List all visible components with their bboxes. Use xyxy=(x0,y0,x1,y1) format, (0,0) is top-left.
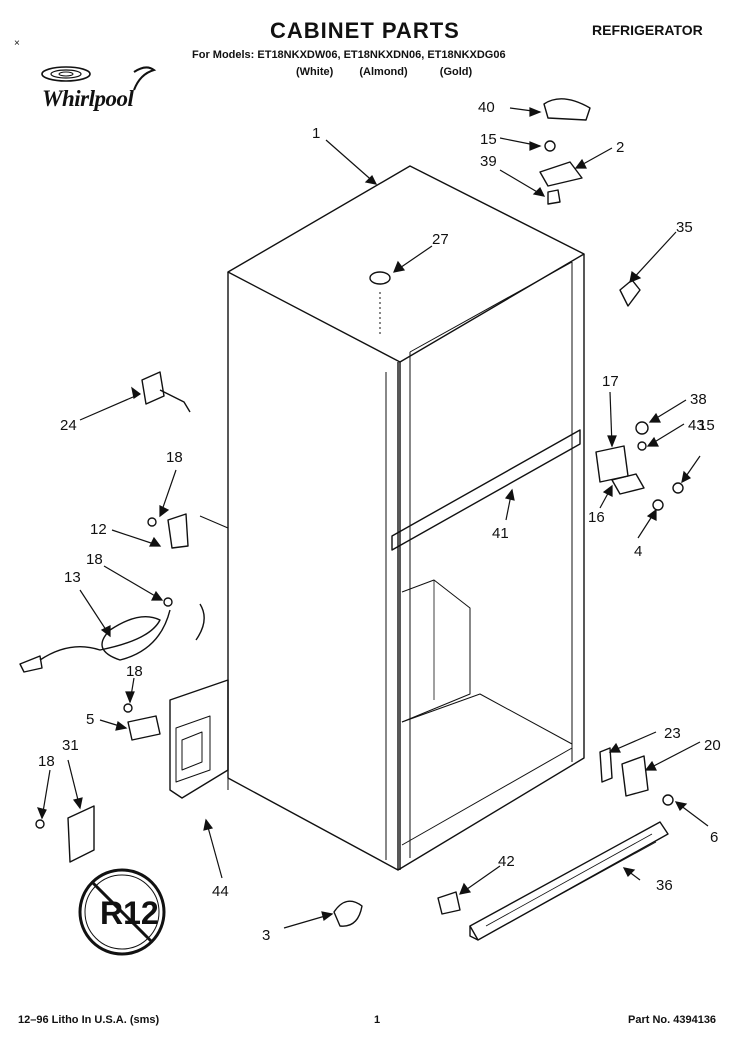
callout-label: 20 xyxy=(704,737,721,754)
callout-label: 41 xyxy=(492,525,509,542)
callout-label: 18 xyxy=(38,753,55,770)
power-cord xyxy=(39,609,171,661)
callout-label: 4 xyxy=(634,543,642,560)
divider-bar xyxy=(391,429,581,551)
brand-wordmark: Whirlpool xyxy=(42,86,134,111)
callout-label: 17 xyxy=(602,373,619,390)
page-title: CABINET PARTS xyxy=(270,18,460,43)
callout-label: 31 xyxy=(62,737,79,754)
callout-label: 13 xyxy=(64,569,81,586)
callout-label: 24 xyxy=(60,417,77,434)
access-panel xyxy=(169,679,229,799)
callout-label: 15 xyxy=(698,417,715,434)
callout-label: 18 xyxy=(86,551,103,568)
callout-label: 40 xyxy=(478,99,495,116)
corner-mark: × xyxy=(14,38,20,49)
callout-label: 36 xyxy=(656,877,673,894)
callout-label: 15 xyxy=(480,131,497,148)
callout-label: 44 xyxy=(212,883,229,900)
seal-text: R12 xyxy=(100,895,159,931)
rear-cover xyxy=(67,805,95,863)
lower-hinge xyxy=(621,755,649,797)
callout-label: 27 xyxy=(432,231,449,248)
color-almond: (Almond) xyxy=(359,66,408,78)
callout-label: 2 xyxy=(616,139,624,156)
callout-label: 6 xyxy=(710,829,718,846)
color-white: (White) xyxy=(296,66,334,78)
callout-label: 18 xyxy=(166,449,183,466)
top-hinge xyxy=(539,161,583,187)
grille-clip xyxy=(437,891,461,915)
base-grille xyxy=(469,821,669,941)
hinge-cover xyxy=(543,98,591,121)
footer-page-number: 1 xyxy=(374,1014,381,1026)
callout-label: 3 xyxy=(262,927,270,944)
callout-label: 23 xyxy=(664,725,681,742)
callout-label: 18 xyxy=(126,663,143,680)
clip-bracket xyxy=(167,513,189,549)
color-gold: (Gold) xyxy=(439,66,473,78)
top-plug xyxy=(369,271,391,285)
r12-seal: R12 xyxy=(78,868,166,956)
leveling-leg xyxy=(141,371,165,405)
callout-label: 1 xyxy=(312,125,320,142)
footer-litho: 12–96 Litho In U.S.A. (sms) xyxy=(18,1014,160,1026)
callout-label: 5 xyxy=(86,711,94,728)
callout-label: 42 xyxy=(498,853,515,870)
callout-label: 39 xyxy=(480,153,497,170)
door-stop xyxy=(333,900,363,927)
models-label: For Models: ET18NKXDW06, ET18NKXDN06, ET… xyxy=(192,49,506,61)
whirlpool-logo xyxy=(41,66,157,91)
cabinet-body xyxy=(227,165,585,871)
callout-label: 43 xyxy=(688,417,705,434)
callout-label: 38 xyxy=(690,391,707,408)
hinge-pin-cover xyxy=(619,279,641,307)
callout-label: 35 xyxy=(676,219,693,236)
callout-label: 12 xyxy=(90,521,107,538)
cord-clamp xyxy=(127,715,161,741)
color-row: (White) (Almond) (Gold) xyxy=(296,66,472,78)
footer-part-number: Part No. 4394136 xyxy=(628,1014,717,1026)
callout-label: 16 xyxy=(588,509,605,526)
category-label: REFRIGERATOR xyxy=(592,22,703,38)
